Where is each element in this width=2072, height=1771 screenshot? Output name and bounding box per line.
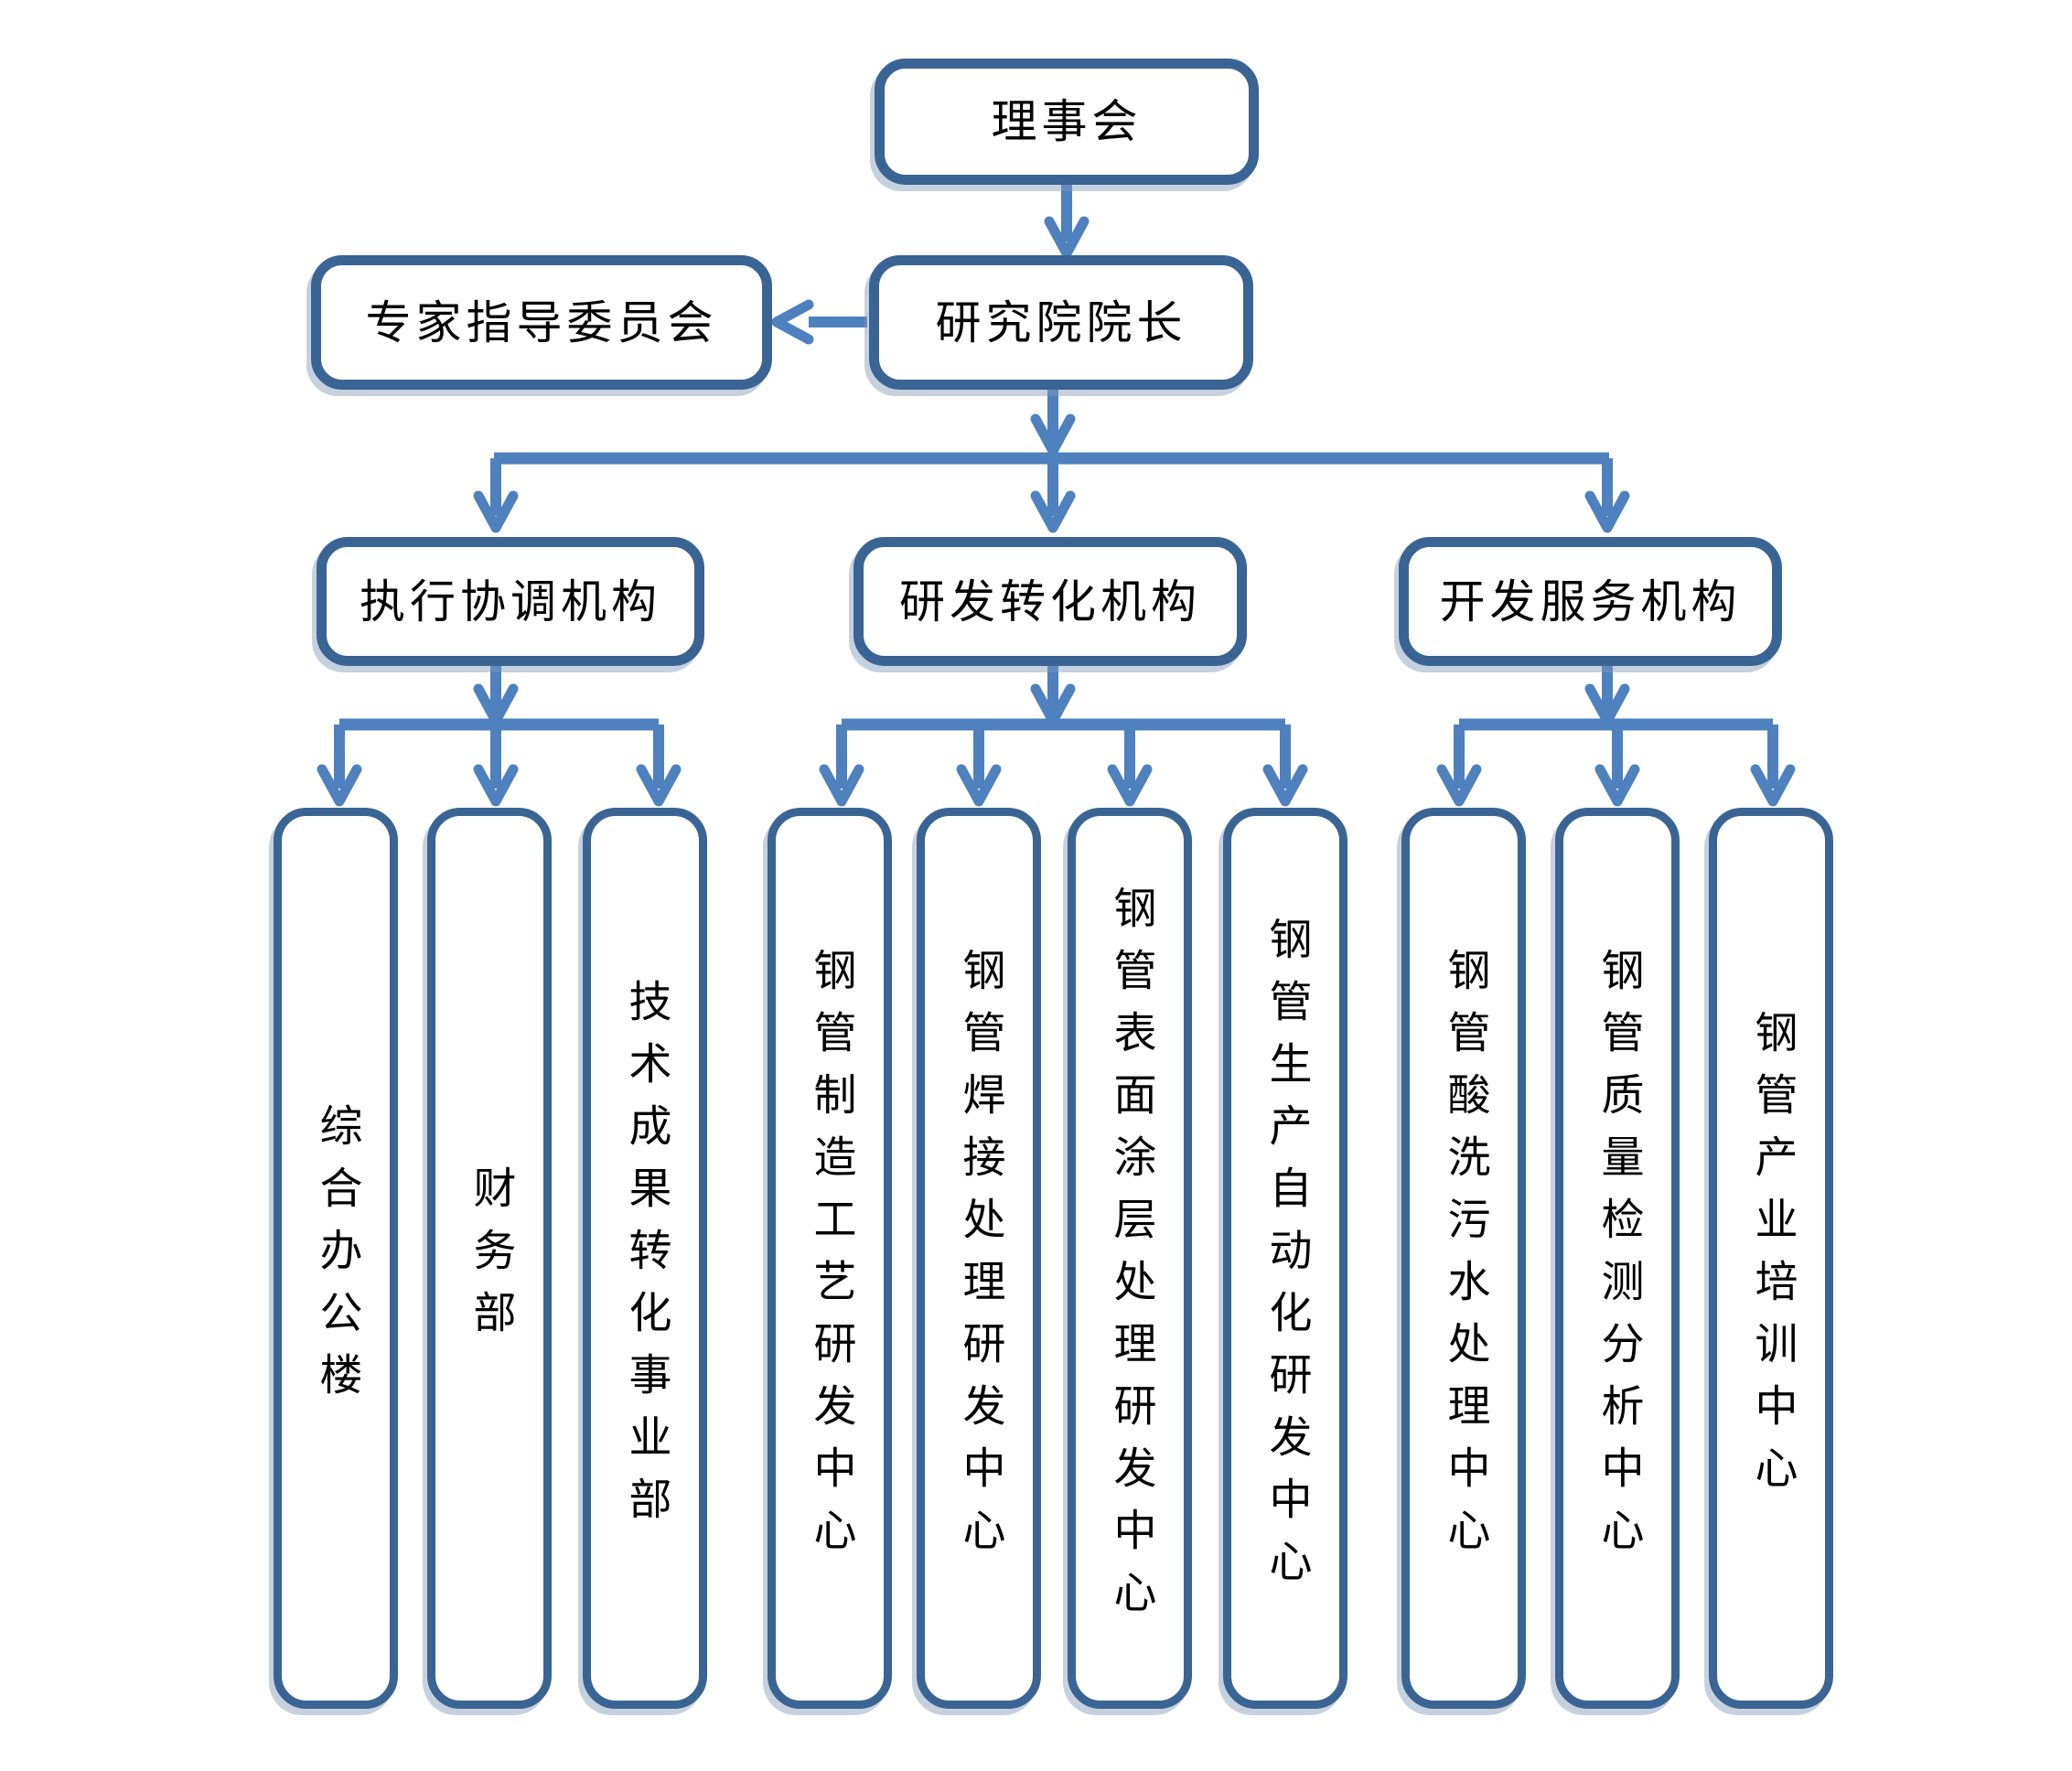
arrowhead-dev-child-0 xyxy=(1436,764,1482,807)
node-dept-tech-transfer: 技术成果转化事业部 xyxy=(583,808,707,1709)
arrowhead-rd-child-0 xyxy=(819,764,864,807)
node-center-welding-rd: 钢管焊接处理研发中心 xyxy=(917,808,1041,1709)
dept-finance-label: 财务部 xyxy=(466,1165,514,1352)
arrowhead-dev-child-2 xyxy=(1750,764,1796,807)
branch-exec-label: 执行协调机构 xyxy=(360,575,661,628)
node-branch-executive-coordination: 执行协调机构 xyxy=(317,537,704,666)
arrowhead-branch-exec xyxy=(473,490,519,533)
center-manufacturing-rd-label: 钢管制造工艺研发中心 xyxy=(806,947,854,1570)
node-center-automation-rd: 钢管生产自动化研发中心 xyxy=(1223,808,1347,1709)
center-coating-rd-label: 钢管表面涂层处理研发中心 xyxy=(1106,885,1154,1632)
node-center-pickling-wastewater: 钢管酸洗污水处理中心 xyxy=(1401,808,1526,1709)
arrowhead-rd-child-3 xyxy=(1262,764,1308,807)
node-branch-dev-service: 开发服务机构 xyxy=(1399,537,1782,666)
center-automation-rd-label: 钢管生产自动化研发中心 xyxy=(1261,916,1310,1601)
arrowhead-branch-rd xyxy=(1030,490,1076,533)
node-center-manufacturing-rd: 钢管制造工艺研发中心 xyxy=(768,808,892,1709)
arrowhead-exec-bus xyxy=(473,683,519,726)
center-pickling-wastewater-label: 钢管酸洗污水处理中心 xyxy=(1440,947,1488,1570)
node-center-quality-inspection: 钢管质量检测分析中心 xyxy=(1555,808,1680,1709)
arrowhead-exec-child-1 xyxy=(473,764,519,807)
node-advisory-label: 专家指导委员会 xyxy=(365,296,718,349)
arrowhead-rd-bus xyxy=(1030,683,1076,726)
arrowhead-exec-child-2 xyxy=(636,764,682,807)
arrowhead-president-advisory xyxy=(771,299,814,345)
dept-tech-transfer-label: 技术成果转化事业部 xyxy=(621,978,670,1539)
arrowhead-rd-child-2 xyxy=(1107,764,1153,807)
arrowhead-dev-child-1 xyxy=(1594,764,1640,807)
node-president: 研究院院长 xyxy=(869,255,1253,390)
node-advisory-committee: 专家指导委员会 xyxy=(311,255,772,390)
node-dept-general-office: 综合办公楼 xyxy=(274,808,398,1709)
node-center-industry-training: 钢管产业培训中心 xyxy=(1709,808,1833,1709)
arrowhead-exec-child-0 xyxy=(317,764,362,807)
node-branch-rd-transformation: 研发转化机构 xyxy=(853,537,1247,666)
arrowhead-board-president xyxy=(1044,216,1090,259)
center-welding-rd-label: 钢管焊接处理研发中心 xyxy=(955,947,1004,1570)
arrowhead-branch-dev xyxy=(1584,490,1630,533)
branch-rd-label: 研发转化机构 xyxy=(899,575,1201,628)
node-dept-finance: 财务部 xyxy=(427,808,552,1709)
node-center-coating-rd: 钢管表面涂层处理研发中心 xyxy=(1068,808,1192,1709)
arrowhead-president-bus xyxy=(1030,413,1076,456)
node-board: 理事会 xyxy=(875,59,1259,185)
branch-dev-label: 开发服务机构 xyxy=(1439,575,1742,628)
node-board-label: 理事会 xyxy=(991,96,1143,147)
arrowhead-dev-bus xyxy=(1584,683,1630,726)
dept-general-office-label: 综合办公楼 xyxy=(312,1102,360,1414)
arrowhead-rd-child-1 xyxy=(956,764,1002,807)
center-quality-inspection-label: 钢管质量检测分析中心 xyxy=(1594,947,1642,1570)
node-president-label: 研究院院长 xyxy=(935,296,1187,349)
center-industry-training-label: 钢管产业培训中心 xyxy=(1747,1009,1796,1508)
